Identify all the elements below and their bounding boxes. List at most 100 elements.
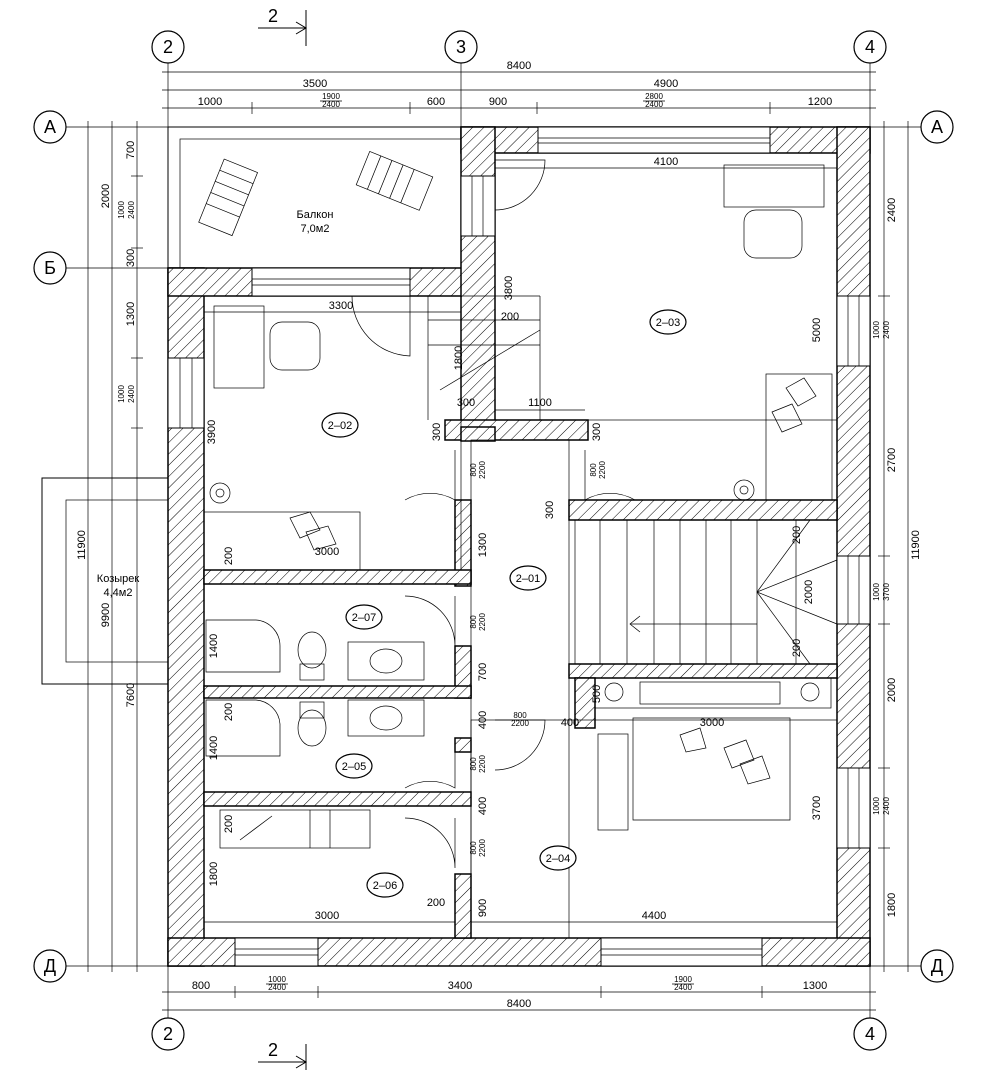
axis-bubble-B-left: Б	[33, 251, 67, 285]
svg-text:2400: 2400	[127, 385, 136, 403]
svg-text:4400: 4400	[642, 910, 666, 922]
svg-text:2000: 2000	[100, 184, 112, 208]
svg-text:1300: 1300	[803, 980, 827, 992]
svg-text:3400: 3400	[448, 980, 472, 992]
svg-text:11900: 11900	[910, 530, 922, 560]
svg-text:А: А	[931, 117, 943, 137]
svg-text:3000: 3000	[315, 910, 339, 922]
axis-bubble-D-right: Д	[920, 949, 954, 983]
svg-text:200: 200	[427, 897, 445, 909]
lounger-right	[355, 150, 434, 211]
svg-text:3000: 3000	[315, 546, 339, 558]
bottom-dimensions: 800 1000 2400 3400 1900 2400 1300 8400	[162, 975, 876, 1011]
svg-text:7600: 7600	[125, 683, 137, 707]
svg-text:1900: 1900	[322, 92, 340, 101]
svg-text:200: 200	[501, 311, 519, 323]
balcony-name: Балкон	[297, 209, 334, 221]
room-tag-2-07: 2–07	[345, 604, 383, 630]
axis-bubble-A-right: А	[920, 110, 954, 144]
svg-text:600: 600	[427, 96, 445, 108]
svg-text:2400: 2400	[322, 100, 340, 109]
axis-lines	[66, 63, 921, 1018]
svg-text:3900: 3900	[206, 420, 218, 444]
axis-bubble-2-bottom: 2	[151, 1017, 185, 1051]
svg-text:200: 200	[223, 703, 235, 721]
svg-text:1400: 1400	[208, 634, 220, 658]
svg-text:1800: 1800	[208, 862, 220, 886]
canopy-name: Козырек	[97, 573, 140, 585]
svg-text:300: 300	[544, 501, 556, 519]
svg-text:400: 400	[561, 717, 579, 729]
room-tag-2-02: 2–02	[321, 412, 359, 438]
svg-text:1000: 1000	[198, 96, 222, 108]
left-dimensions: 700 2000 1000 2400 300 1300 1000 2400 11…	[76, 121, 143, 972]
svg-text:4100: 4100	[654, 156, 678, 168]
svg-text:400: 400	[477, 711, 489, 729]
svg-text:Б: Б	[44, 258, 56, 278]
svg-text:8400: 8400	[507, 60, 531, 72]
svg-text:2–01: 2–01	[516, 573, 540, 585]
svg-text:3800: 3800	[503, 276, 515, 300]
room-204-furniture	[594, 677, 832, 831]
svg-text:2400: 2400	[645, 100, 663, 109]
svg-text:800: 800	[469, 841, 478, 855]
svg-text:200: 200	[223, 815, 235, 833]
svg-text:1100: 1100	[528, 397, 552, 409]
svg-text:500: 500	[591, 685, 603, 703]
balcony: Балкон 7,0м2	[167, 126, 462, 269]
svg-text:200: 200	[223, 547, 235, 565]
svg-text:2–06: 2–06	[373, 880, 397, 892]
canopy-area: 4,4м2	[104, 587, 133, 599]
svg-text:2400: 2400	[882, 321, 891, 339]
svg-text:2000: 2000	[803, 580, 815, 604]
svg-text:3300: 3300	[329, 300, 353, 312]
top-dimensions: 8400 3500 4900 1000 1900 2400 600 900 28…	[162, 60, 876, 114]
svg-text:2–02: 2–02	[328, 420, 352, 432]
svg-text:800: 800	[513, 711, 527, 720]
svg-text:2200: 2200	[478, 461, 487, 479]
staircase	[427, 295, 838, 665]
svg-text:11900: 11900	[76, 530, 88, 560]
svg-text:200: 200	[791, 526, 803, 544]
svg-text:2: 2	[163, 37, 173, 57]
svg-text:3000: 3000	[700, 717, 724, 729]
svg-text:800: 800	[469, 615, 478, 629]
svg-text:Д: Д	[44, 956, 56, 976]
svg-text:1300: 1300	[477, 533, 489, 557]
room-202-furniture	[203, 305, 361, 571]
axis-bubble-4-bottom: 4	[853, 1017, 887, 1051]
svg-text:2400: 2400	[886, 198, 898, 222]
svg-text:200: 200	[791, 639, 803, 657]
lounger-left	[198, 158, 259, 237]
canopy: Козырек 4,4м2	[41, 477, 169, 685]
svg-text:1800: 1800	[886, 893, 898, 917]
svg-text:2800: 2800	[645, 92, 663, 101]
interior-dimensions: 4100 3300 3800 200 5000 1800 300 1100 39…	[204, 156, 837, 923]
svg-text:2400: 2400	[127, 201, 136, 219]
svg-text:400: 400	[477, 797, 489, 815]
section-mark-label: 2	[268, 1040, 278, 1060]
room-203-furniture	[723, 164, 833, 501]
svg-text:2700: 2700	[886, 448, 898, 472]
svg-text:2–04: 2–04	[546, 853, 570, 865]
svg-text:800: 800	[469, 757, 478, 771]
section-mark-top: 2	[258, 6, 307, 46]
axis-bubble-A-left: А	[33, 110, 67, 144]
room-tag-2-06: 2–06	[366, 872, 404, 898]
svg-text:1400: 1400	[208, 736, 220, 760]
axis-bubble-2-top: 2	[151, 30, 185, 64]
svg-text:2200: 2200	[478, 839, 487, 857]
windows	[167, 126, 871, 967]
balcony-area: 7,0м2	[301, 223, 330, 235]
interior-walls	[203, 419, 838, 939]
svg-text:700: 700	[125, 141, 137, 159]
svg-text:700: 700	[477, 663, 489, 681]
svg-text:1000: 1000	[872, 797, 881, 815]
svg-text:2200: 2200	[598, 461, 607, 479]
right-dimensions: 2400 1000 2400 2700 11900 1000 3700 2000…	[872, 121, 922, 972]
svg-text:1000: 1000	[117, 385, 126, 403]
svg-text:300: 300	[457, 397, 475, 409]
svg-text:2200: 2200	[478, 613, 487, 631]
axis-bubble-4-top: 4	[853, 30, 887, 64]
